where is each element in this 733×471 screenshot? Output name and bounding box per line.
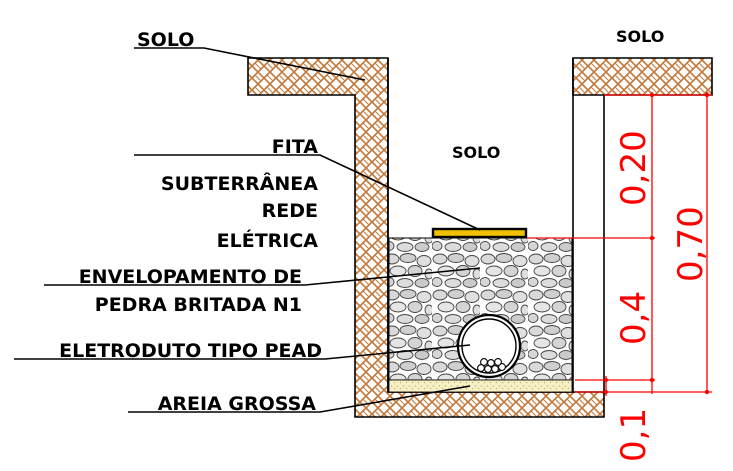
label-solo-center: SOLO: [452, 143, 500, 162]
dim-070: 0,70: [671, 206, 711, 282]
label-fita-1: FITA: [272, 136, 319, 158]
pead-conduit: [456, 313, 522, 379]
label-fita-3: REDE: [262, 200, 318, 222]
label-areia: AREIA GROSSA: [158, 393, 317, 415]
dimension-lines: [527, 92, 712, 396]
dim-020: 0,20: [614, 130, 654, 206]
leader-lines: [14, 47, 481, 413]
cable-bundle: [477, 358, 506, 373]
dim-04: 0,4: [614, 291, 654, 345]
dim-01: 0,1: [614, 408, 654, 462]
label-fita-4: ELÉTRICA: [217, 229, 319, 252]
label-solo-right: SOLO: [616, 27, 664, 46]
label-solo-left: SOLO: [137, 29, 194, 51]
label-fita-2: SUBTERRÂNEA: [161, 172, 318, 195]
label-envelope-2: PEDRA BRITADA N1: [95, 294, 302, 316]
label-eletroduto: ELETRODUTO TIPO PEAD: [59, 340, 322, 362]
sand-bed: [388, 379, 573, 393]
label-envelope-1: ENVELOPAMENTO DE: [79, 266, 302, 288]
